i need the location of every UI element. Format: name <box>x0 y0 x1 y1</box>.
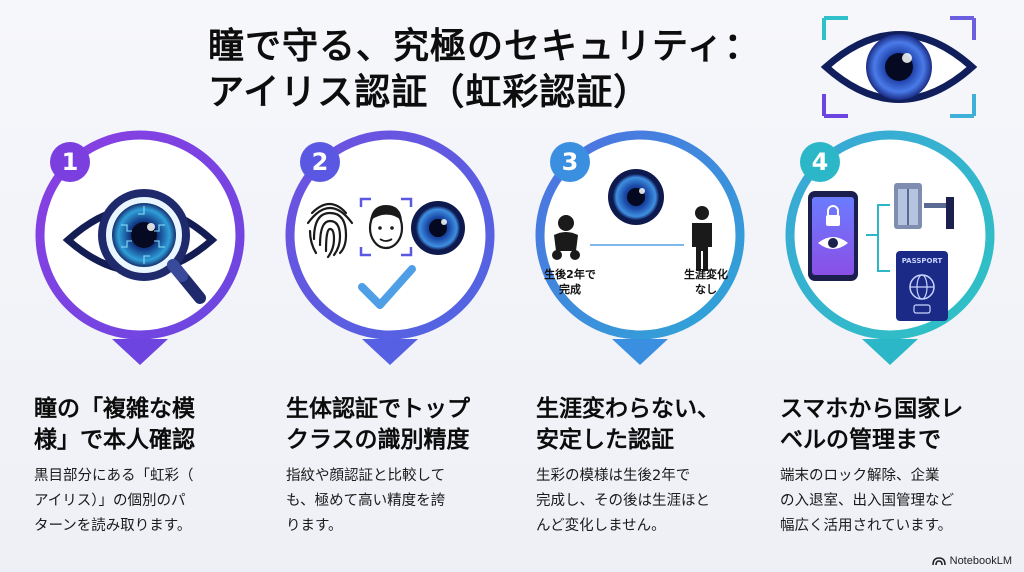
step-number-2: 2 <box>300 142 340 182</box>
step-card-2: 2 <box>270 130 500 371</box>
biometrics-illustration <box>306 197 465 309</box>
scan-eye-icon <box>820 16 978 118</box>
smartphone-icon <box>808 191 858 281</box>
step-number-1: 1 <box>50 142 90 182</box>
iris-icon <box>608 169 664 225</box>
step-heading-1: 瞳の「複雑な模 様」で本人確認 <box>34 396 195 453</box>
title-line-2: アイリス認証（虹彩認証） <box>208 72 651 113</box>
step-description-4: 端末のロック解除、企業 の入退室、出入国管理など 幅広く活用されています。 <box>780 468 954 534</box>
step-number-4: 4 <box>800 142 840 182</box>
person-icon <box>692 206 712 271</box>
baby-label: 生後2年で 完成 <box>544 268 596 296</box>
brand-badge: NotebookLM <box>931 555 1012 567</box>
baby-icon <box>552 215 580 260</box>
gate-icon <box>894 183 954 229</box>
step-number-3: 3 <box>550 142 590 182</box>
step-card-4: 4 P <box>770 130 1000 371</box>
step-heading-3: 生涯変わらない、 安定した認証 <box>536 396 720 453</box>
face-icon <box>359 197 413 257</box>
lifetime-illustration <box>552 169 712 271</box>
step-card-3: 3 生後2年で 完成 生涯変化 なし <box>520 130 750 371</box>
step-description-1: 黒目部分にある「虹彩（ アイリス）」の個別のパ ターンを読み取ります。 <box>34 468 194 534</box>
page-title: 瞳で守る、究極のセキュリティ： アイリス認証（虹彩認証） <box>208 24 761 116</box>
passport-icon <box>896 251 948 321</box>
step-description-3: 生彩の模様は生後2年で 完成し、その後は生涯ほと んど変化しません。 <box>536 468 710 534</box>
adult-label: 生涯変化 なし <box>684 268 728 296</box>
check-icon <box>358 265 416 309</box>
magnifier-icon <box>98 189 206 304</box>
fingerprint-icon <box>306 202 354 259</box>
title-line-1: 瞳で守る、究極のセキュリティ： <box>208 26 761 67</box>
step-heading-2: 生体認証でトップ クラスの識別精度 <box>286 396 470 453</box>
applications-illustration <box>808 183 954 321</box>
notebooklm-icon <box>931 557 946 566</box>
step-heading-4: スマホから国家レ ベルの管理まで <box>780 396 964 453</box>
brand-label: NotebookLM <box>949 555 1012 567</box>
eye-magnifier-illustration <box>62 189 218 304</box>
passport-label: PASSPORT <box>901 257 943 265</box>
card-frame <box>535 130 745 365</box>
step-description-2: 指紋や顔認証と比較して も、極めて高い精度を誇 ります。 <box>286 468 446 534</box>
iris-icon <box>411 201 465 255</box>
step-card-1: 1 <box>20 130 250 371</box>
